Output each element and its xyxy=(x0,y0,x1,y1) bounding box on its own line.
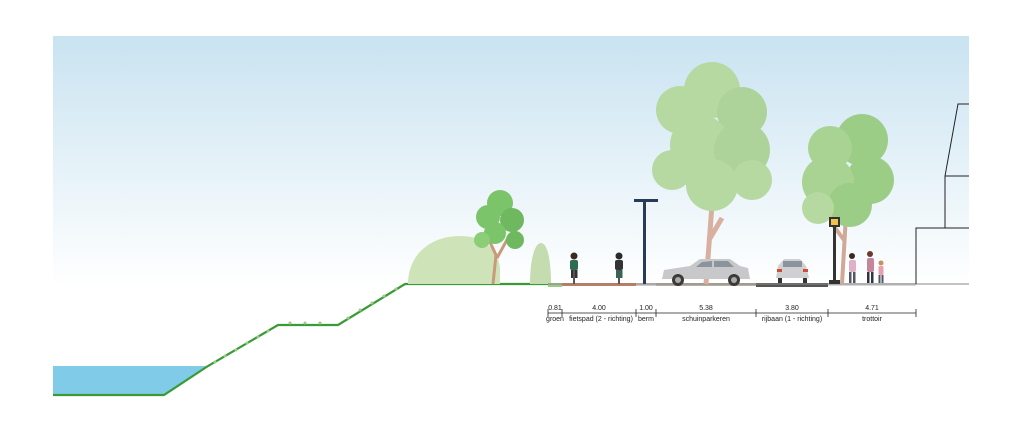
bush xyxy=(408,236,500,284)
ornamental-lamp xyxy=(829,217,840,284)
slope-vegetation xyxy=(213,287,398,364)
cyclist xyxy=(570,252,578,284)
embankment-fill xyxy=(164,284,969,405)
water xyxy=(53,366,208,395)
segment-width-groen: 0.81 xyxy=(548,305,562,312)
segment-label-schuinparkeren: schuinparkeren xyxy=(682,316,730,323)
street-lamp xyxy=(634,199,658,284)
tree-large xyxy=(652,62,772,285)
bush-small xyxy=(530,243,551,284)
embankment-ground-line xyxy=(53,282,548,397)
segment-label-rijbaan: rijbaan (1 - richting) xyxy=(762,316,822,323)
segment-label-fietspad: fietspad (2 - richting) xyxy=(569,316,633,323)
road-surface xyxy=(756,283,828,287)
cyclist xyxy=(615,252,623,284)
pedestrian xyxy=(867,251,874,283)
segment-width-berm: 1.00 xyxy=(639,305,653,312)
segment-label-groen: groen xyxy=(546,316,564,323)
parked-car xyxy=(662,259,750,286)
dimension-line xyxy=(547,309,917,317)
tree-small xyxy=(474,190,524,285)
segment-width-fietspad: 4.00 xyxy=(592,305,606,312)
segment-width-trottoir: 4.71 xyxy=(865,305,879,312)
segment-width-schuinparkeren: 5.38 xyxy=(699,305,713,312)
tree-medium xyxy=(802,114,894,285)
car-rear-view xyxy=(776,259,809,283)
building-outline xyxy=(915,103,969,284)
pedestrian xyxy=(849,253,856,283)
green-strip xyxy=(548,283,562,287)
pedestrian-child xyxy=(878,260,884,283)
segment-label-berm: berm xyxy=(638,316,654,323)
segment-label-trottoir: trottoir xyxy=(862,316,883,323)
segment-width-rijbaan: 3.80 xyxy=(785,305,799,312)
